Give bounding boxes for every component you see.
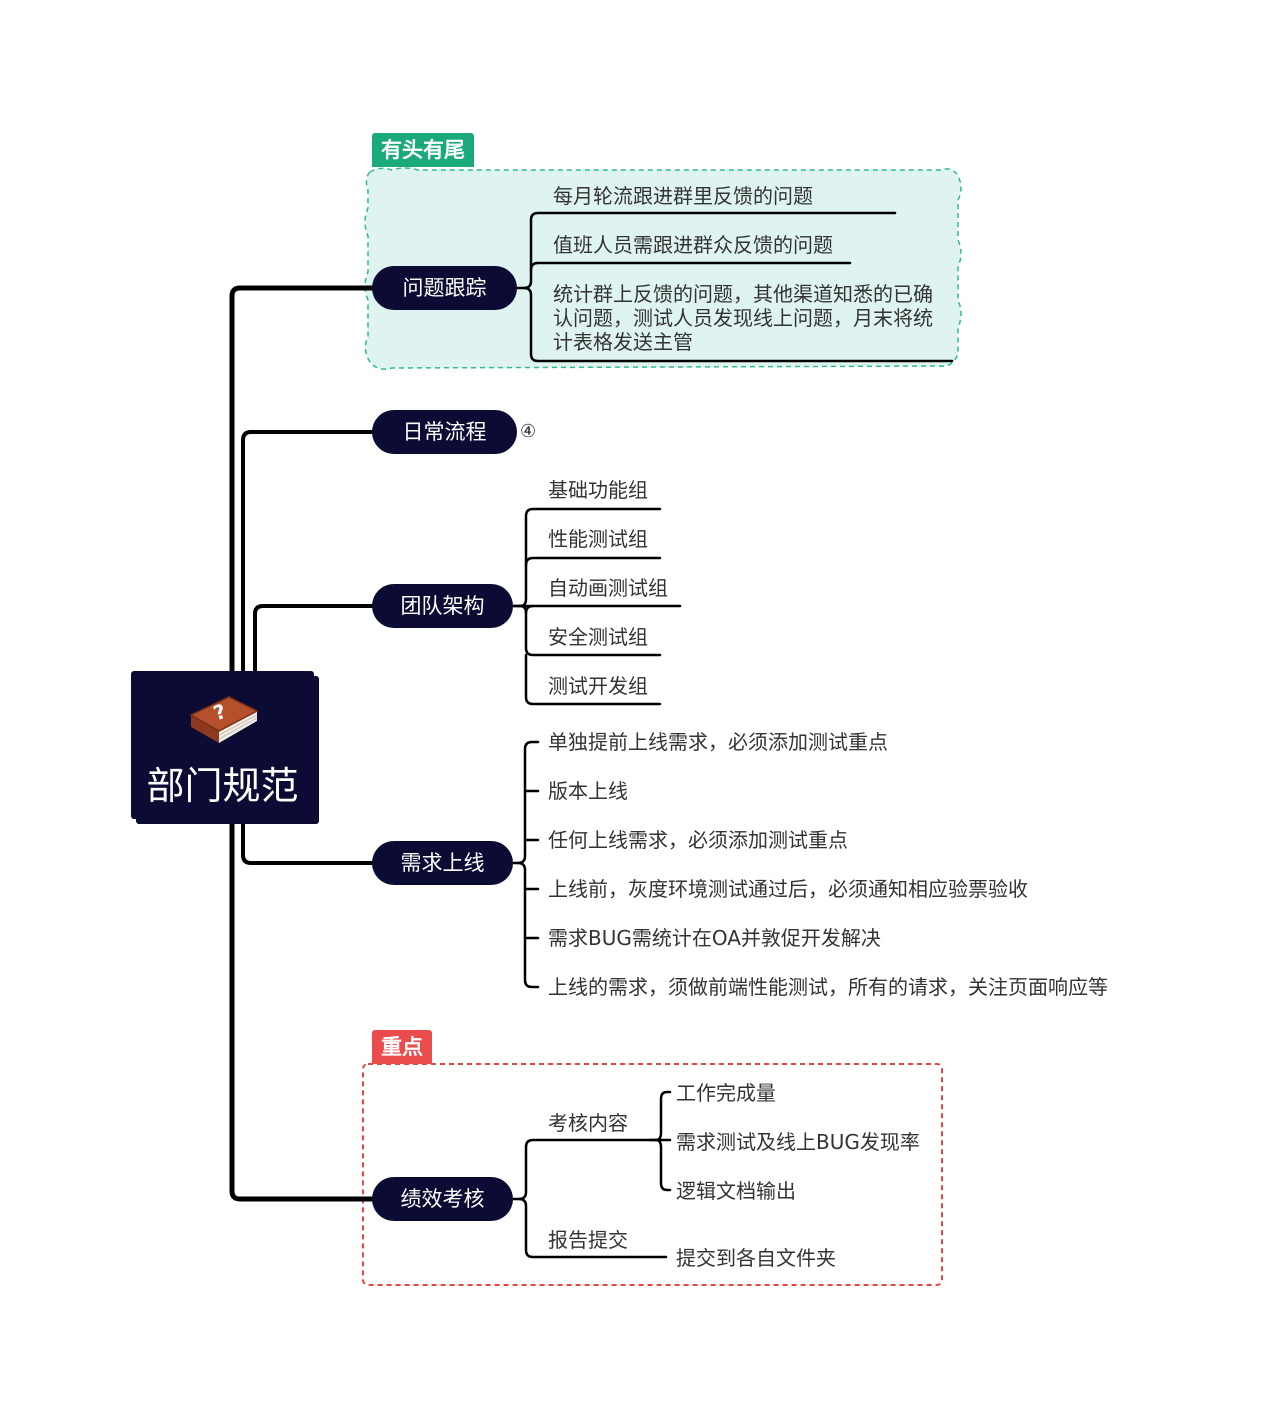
connector-team-children (511, 507, 682, 706)
team-item-5[interactable]: 测试开发组 (548, 674, 648, 698)
team-item-3[interactable]: 自动画测试组 (548, 576, 668, 600)
performance-report[interactable]: 报告提交 (548, 1228, 628, 1252)
book-icon: ? (189, 696, 259, 743)
release-item-5[interactable]: 需求BUG需统计在OA并敦促开发解决 (548, 926, 881, 950)
tracking-region-label: 有头有尾 (372, 133, 474, 167)
release-item-2[interactable]: 版本上线 (548, 779, 628, 803)
assess-item-1[interactable]: 工作完成量 (676, 1081, 776, 1105)
branch-release[interactable]: 需求上线 (372, 841, 513, 885)
branch-team[interactable]: 团队架构 (372, 584, 513, 628)
connector-performance-children (511, 1090, 672, 1259)
assess-item-2[interactable]: 需求测试及线上BUG发现率 (676, 1130, 920, 1154)
collapsed-count-badge[interactable]: ④ (520, 421, 537, 442)
tracking-item-3[interactable]: 统计群上反馈的问题，其他渠道知悉的已确认问题，测试人员发现线上问题，月末将统计表… (553, 282, 933, 354)
performance-assess[interactable]: 考核内容 (548, 1111, 628, 1135)
branch-daily[interactable]: 日常流程 (372, 410, 517, 454)
branch-performance[interactable]: 绩效考核 (372, 1177, 513, 1221)
branch-tracking[interactable]: 问题跟踪 (372, 266, 517, 310)
report-item-1[interactable]: 提交到各自文件夹 (676, 1246, 836, 1270)
connector-root-team (253, 604, 374, 674)
root-node[interactable]: ? 部门规范 (131, 671, 314, 819)
release-item-1[interactable]: 单独提前上线需求，必须添加测试重点 (548, 730, 888, 754)
team-item-2[interactable]: 性能测试组 (548, 527, 648, 551)
assess-item-3[interactable]: 逻辑文档输出 (676, 1179, 796, 1203)
tracking-region-box (364, 167, 962, 370)
release-item-3[interactable]: 任何上线需求，必须添加测试重点 (548, 828, 848, 852)
connector-release-children (511, 740, 540, 989)
release-item-4[interactable]: 上线前，灰度环境测试通过后，必须通知相应验票验收 (548, 877, 1028, 901)
tracking-item-1[interactable]: 每月轮流跟进群里反馈的问题 (553, 184, 813, 208)
performance-region-box (362, 1063, 943, 1286)
tracking-item-2[interactable]: 值班人员需跟进群众反馈的问题 (553, 233, 833, 257)
connector-root-tracking (229, 285, 375, 675)
team-item-1[interactable]: 基础功能组 (548, 478, 648, 502)
connector-root-daily (241, 430, 374, 674)
release-item-6[interactable]: 上线的需求，须做前端性能测试，所有的请求，关注页面响应等 (548, 975, 1108, 999)
root-title: 部门规范 (146, 764, 299, 808)
connector-root-performance (229, 817, 375, 1202)
connector-tracking-children (515, 211, 954, 363)
connector-root-release (241, 818, 374, 865)
performance-region-label: 重点 (372, 1030, 432, 1064)
team-item-4[interactable]: 安全测试组 (548, 625, 648, 649)
